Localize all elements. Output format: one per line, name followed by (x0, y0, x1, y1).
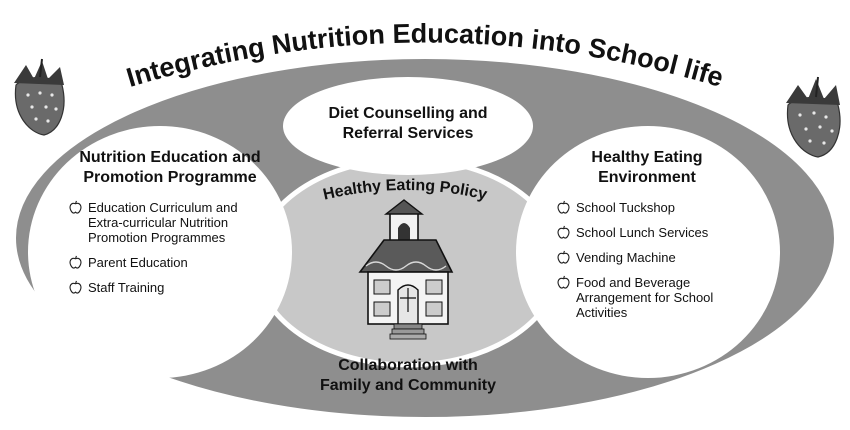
left-panel-list: Education Curriculum and Extra-curricula… (58, 200, 282, 295)
apple-icon (69, 280, 82, 294)
apple-icon (557, 275, 570, 289)
list-item-line: Parent Education (88, 255, 188, 270)
bottom-box-line1: Collaboration with (338, 357, 478, 374)
list-item: Parent Education (68, 255, 282, 270)
list-item-line: Arrangement for School (576, 290, 714, 305)
strawberry-icon (786, 76, 841, 158)
right-panel-list: School Tuckshop School Lunch Services Ve… (542, 200, 752, 320)
bottom-box: Collaboration with Family and Community (298, 356, 518, 396)
right-panel-ellipse (516, 126, 780, 378)
top-box-ellipse (283, 77, 533, 175)
left-panel: Nutrition Education and Promotion Progra… (58, 148, 282, 305)
list-item: School Lunch Services (556, 225, 752, 240)
list-item: Food and Beverage Arrangement for School… (556, 275, 752, 320)
left-panel-heading: Nutrition Education and Promotion Progra… (58, 148, 282, 188)
top-box-line2: Referral Services (342, 125, 474, 142)
list-item-line: Activities (576, 305, 628, 320)
right-heading-line2: Environment (598, 169, 696, 186)
list-item-line: Promotion Programmes (88, 230, 226, 245)
list-item: Vending Machine (556, 250, 752, 265)
left-panel-ellipse (28, 126, 292, 378)
list-item: Staff Training (68, 280, 282, 295)
list-item-line: School Lunch Services (576, 225, 709, 240)
list-item-line: Education Curriculum and (88, 200, 238, 215)
list-item-line: Staff Training (88, 280, 165, 295)
top-box-line1: Diet Counselling and (328, 105, 488, 122)
list-item-line: Vending Machine (576, 250, 676, 265)
strawberry-icon (14, 58, 65, 136)
list-item: Education Curriculum and Extra-curricula… (68, 200, 282, 245)
left-heading-line1: Nutrition Education and (79, 149, 261, 166)
list-item-line: Food and Beverage (576, 275, 691, 290)
top-box: Diet Counselling and Referral Services (298, 104, 518, 144)
apple-icon (557, 250, 570, 264)
list-item-line: Extra-curricular Nutrition (88, 215, 229, 230)
list-item: School Tuckshop (556, 200, 752, 215)
school-house-icon (358, 199, 454, 340)
list-item-line: School Tuckshop (576, 200, 676, 215)
right-panel-heading: Healthy Eating Environment (542, 148, 752, 188)
apple-icon (557, 225, 570, 239)
right-panel: Healthy Eating Environment School Tucksh… (542, 148, 752, 330)
apple-icon (69, 255, 82, 269)
apple-icon (557, 200, 570, 214)
apple-icon (69, 200, 82, 214)
right-heading-line1: Healthy Eating (591, 149, 703, 166)
bottom-box-line2: Family and Community (319, 377, 497, 394)
left-heading-line2: Promotion Programme (83, 169, 257, 186)
